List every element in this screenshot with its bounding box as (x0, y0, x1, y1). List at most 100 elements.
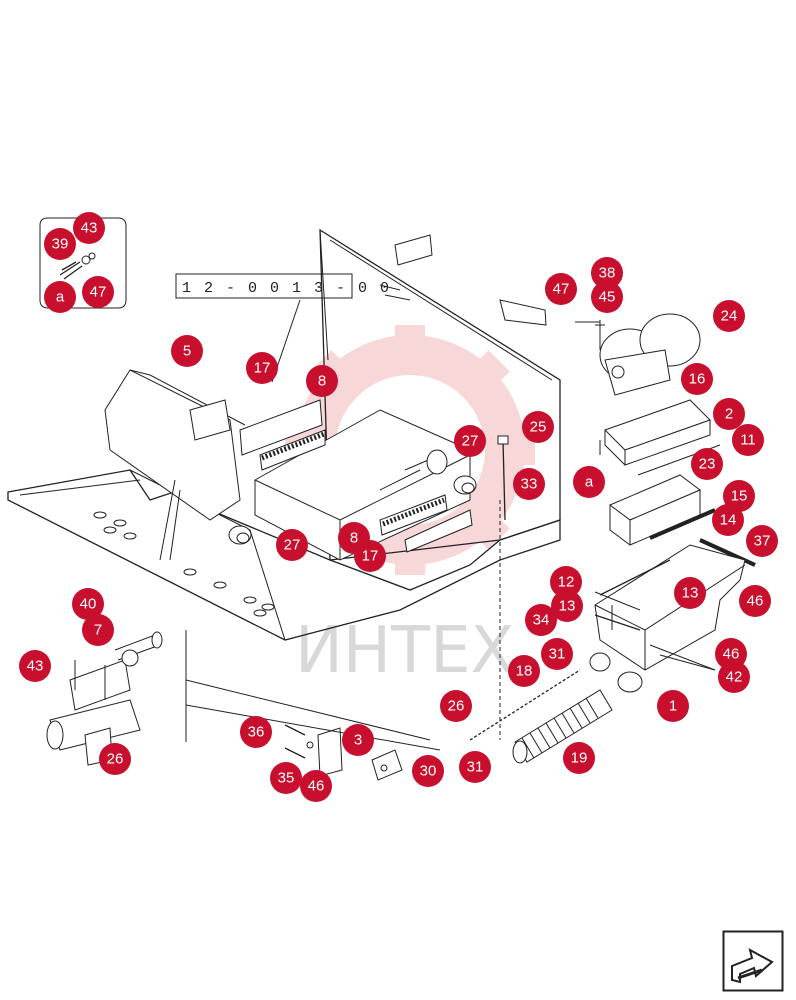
callout-17-top: 17 (246, 352, 278, 384)
svg-text:26: 26 (448, 698, 465, 715)
svg-text:39: 39 (52, 236, 69, 253)
svg-text:46: 46 (747, 593, 764, 610)
svg-text:27: 27 (284, 537, 301, 554)
callout-11: 11 (732, 424, 764, 456)
callout-43: 43 (19, 650, 51, 682)
ring-27-left (228, 525, 252, 545)
callout-45-inset: 43 (73, 212, 105, 244)
water-valve-assembly (46, 631, 163, 766)
svg-text:40: 40 (80, 596, 97, 613)
seal-strip-14 (699, 538, 756, 567)
hose-18 (469, 669, 581, 741)
callout-24: 24 (713, 300, 745, 332)
svg-text:34: 34 (533, 612, 550, 629)
callout-46-bottom: 46 (300, 770, 332, 802)
svg-text:31: 31 (467, 759, 484, 776)
callout-46-right: 46 (739, 585, 771, 617)
svg-text:47: 47 (553, 281, 570, 298)
svg-text:2: 2 (725, 406, 733, 423)
bolts-36-35 (284, 724, 314, 759)
callout-14: 14 (712, 504, 744, 536)
mounting-frame (604, 399, 721, 476)
ring-27-right (453, 475, 477, 495)
callout-a-right: a (573, 466, 605, 498)
svg-text:7: 7 (94, 622, 102, 639)
bolt-25 (497, 435, 509, 521)
svg-text:26: 26 (107, 751, 124, 768)
callout-34: 34 (525, 604, 557, 636)
svg-text:12: 12 (558, 574, 575, 591)
callout-26-left: 26 (99, 743, 131, 775)
hose-19 (512, 689, 613, 764)
svg-text:11: 11 (740, 432, 756, 449)
callout-31-lower: 31 (459, 751, 491, 783)
callout-27-left: 27 (276, 529, 308, 561)
callout-13-right: 13 (674, 577, 706, 609)
detail-inset-a (39, 217, 127, 309)
svg-text:27: 27 (462, 433, 479, 450)
svg-text:1: 1 (669, 698, 677, 715)
callout-31-upper: 31 (541, 638, 573, 670)
svg-text:46: 46 (723, 646, 740, 663)
svg-text:43: 43 (27, 658, 44, 675)
svg-text:17: 17 (362, 548, 379, 565)
grille-right (379, 494, 473, 553)
callouts: 43 39 a 47 5 17 8 25 27 33 27 8 17 47 38… (19, 212, 778, 802)
callout-36: 36 (240, 716, 272, 748)
reference-code: 1 2 - 0 0 1 3 - 0 0 (182, 280, 391, 297)
callout-1: 1 (657, 690, 689, 722)
watermark-text: ИНТЕХ (295, 614, 514, 688)
return-arrow-button[interactable] (722, 930, 784, 992)
svg-text:38: 38 (599, 265, 616, 282)
svg-text:45: 45 (599, 289, 616, 306)
callout-25: 25 (522, 411, 554, 443)
svg-text:17: 17 (254, 360, 271, 377)
grille-left (239, 399, 326, 471)
callout-27-right: 27 (454, 425, 486, 457)
svg-text:37: 37 (754, 533, 771, 550)
callout-30: 30 (412, 755, 444, 787)
svg-text:18: 18 (516, 663, 533, 680)
svg-text:14: 14 (720, 512, 737, 529)
svg-text:15: 15 (731, 488, 748, 505)
callout-17-bottom: 17 (354, 540, 386, 572)
blower-unit (595, 313, 701, 396)
svg-text:3: 3 (354, 732, 362, 749)
svg-text:35: 35 (278, 770, 295, 787)
callout-38: 38 (591, 257, 623, 289)
svg-text:5: 5 (183, 343, 191, 360)
callout-13-left: 13 (551, 590, 583, 622)
svg-text:46: 46 (308, 778, 325, 795)
svg-text:42: 42 (726, 669, 743, 686)
svg-text:19: 19 (571, 750, 588, 767)
svg-text:24: 24 (721, 308, 738, 325)
callout-8-top: 8 (306, 365, 338, 397)
svg-text:a: a (56, 289, 65, 306)
bracket-3 (317, 727, 343, 777)
svg-text:30: 30 (420, 763, 437, 780)
svg-text:36: 36 (248, 724, 265, 741)
callout-15: 15 (723, 480, 755, 512)
svg-text:25: 25 (530, 419, 547, 436)
svg-text:13: 13 (559, 598, 576, 615)
clamp-block-30 (371, 749, 403, 781)
callout-3: 3 (342, 724, 374, 756)
callout-2: 2 (713, 398, 745, 430)
svg-text:8: 8 (318, 373, 326, 390)
svg-text:23: 23 (699, 456, 716, 473)
seal-strip-15 (649, 508, 716, 540)
callout-18: 18 (508, 655, 540, 687)
callout-26-right: 26 (440, 690, 472, 722)
callout-47-top: 47 (545, 273, 577, 305)
callout-35: 35 (270, 762, 302, 794)
svg-text:8: 8 (350, 530, 358, 547)
svg-text:a: a (585, 474, 594, 491)
callout-5: 5 (171, 335, 203, 367)
svg-text:43: 43 (81, 220, 98, 237)
svg-text:31: 31 (549, 646, 566, 663)
callout-40: 40 (72, 588, 104, 620)
return-arrow-icon (722, 930, 784, 992)
callout-7: 7 (82, 614, 114, 646)
callout-42: 42 (718, 661, 750, 693)
